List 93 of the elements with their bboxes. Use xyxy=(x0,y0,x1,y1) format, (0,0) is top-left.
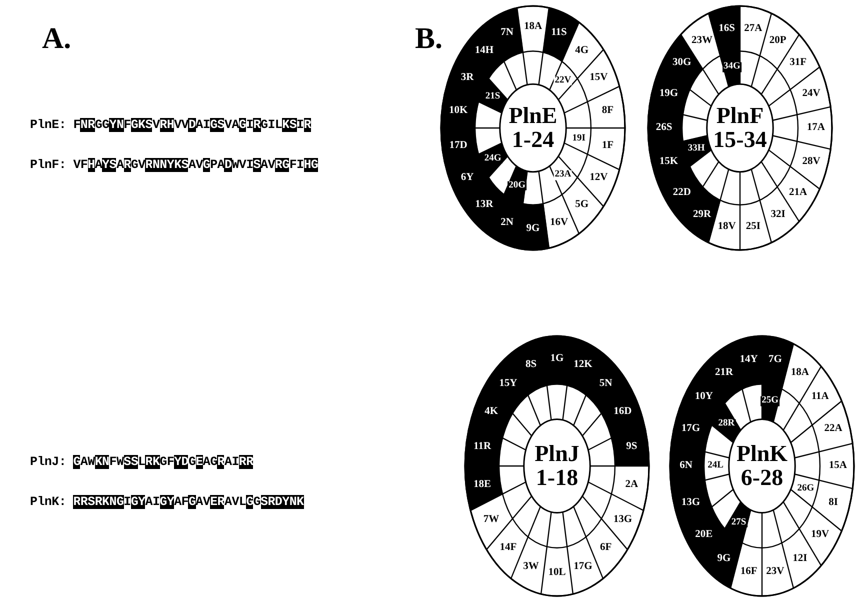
residue-label: 25G xyxy=(760,396,780,406)
residue-label: 17G xyxy=(681,424,700,435)
residue-label: 12K xyxy=(574,360,592,370)
residue-label: 4K xyxy=(484,407,498,418)
residue-label: 18A xyxy=(790,368,809,378)
residue-label: 3R xyxy=(460,72,474,83)
residue-label: 8F xyxy=(602,105,614,116)
residue-label: 17G xyxy=(574,562,592,572)
sequence-line: PlnK: RRSRKNGIGYAIGYAFGAVERAVLGGSRDYNK xyxy=(30,495,304,509)
wheel-center-label: PlnK 6-28 xyxy=(735,442,789,490)
wheel-center-label: PlnE 1-24 xyxy=(508,104,558,152)
residue-label: 13G xyxy=(613,514,632,525)
residue-label: 27S xyxy=(730,518,748,528)
residue-label: 10Y xyxy=(694,392,713,402)
residue-label: 12V xyxy=(590,173,608,184)
sequence-line: PlnJ: GAWKNFWSSLRKGFYDGEAGRAIRR xyxy=(30,455,254,469)
panel-letter: A. xyxy=(42,22,72,56)
residue-label: 20E xyxy=(695,530,713,540)
residue-label: 17A xyxy=(806,122,825,134)
residue-label: 3W xyxy=(523,562,539,572)
residue-label: 5G xyxy=(575,200,588,210)
residue-label: 26S xyxy=(656,122,672,134)
panel-letter: B. xyxy=(415,22,443,56)
residue-label: 14F xyxy=(500,542,517,554)
residue-label: 24V xyxy=(802,88,820,99)
residue-label: 6Y xyxy=(460,173,474,184)
residue-label: 8I xyxy=(828,497,838,508)
residue-label: 6F xyxy=(600,542,612,554)
residue-label: 21A xyxy=(789,187,808,198)
residue-label: 21R xyxy=(714,368,734,378)
residue-label: 9G xyxy=(717,554,731,564)
residue-label: 27A xyxy=(744,24,762,34)
residue-label: 7W xyxy=(483,514,500,525)
residue-label: 9G xyxy=(526,223,540,234)
residue-label: 7N xyxy=(500,28,514,39)
residue-label: 21S xyxy=(484,92,502,102)
residue-label: 23A xyxy=(554,170,572,180)
residue-label: 18A xyxy=(524,22,542,33)
residue-label: 15Y xyxy=(499,378,518,390)
residue-label: 4G xyxy=(575,46,588,56)
residue-label: 16F xyxy=(740,566,758,577)
residue-label: 34G xyxy=(722,62,742,72)
residue-label: 29R xyxy=(692,210,712,220)
residue-label: 23V xyxy=(766,566,784,577)
residue-label: 22V xyxy=(554,76,572,86)
residue-label: 2N xyxy=(500,217,514,228)
residue-label: 33H xyxy=(686,144,706,154)
residue-label: 1G xyxy=(550,354,564,364)
residue-label: 18V xyxy=(718,222,736,232)
residue-label: 22D xyxy=(672,187,691,198)
residue-label: 20P xyxy=(769,36,786,46)
residue-label: 17D xyxy=(449,140,468,151)
sequence-line: PlnF: VFHAYSARGVRNNYKSAVGPADWVISAVRGFIHG xyxy=(30,158,318,172)
wheel-center-label: PlnJ 1-18 xyxy=(534,442,580,490)
residue-label: 32I xyxy=(770,210,786,220)
residue-label: 15A xyxy=(828,460,847,472)
residue-label: 25I xyxy=(746,222,760,232)
residue-label: 11S xyxy=(551,28,567,39)
residue-label: 1F xyxy=(602,140,614,151)
residue-label: 2A xyxy=(625,479,638,490)
residue-label: 16D xyxy=(614,407,632,418)
residue-label: 18E xyxy=(474,479,492,490)
residue-label: 19I xyxy=(571,134,586,144)
residue-label: 24G xyxy=(483,154,502,164)
residue-label: 31F xyxy=(790,58,807,69)
residue-label: 28R xyxy=(717,419,736,429)
residue-label: 6N xyxy=(680,460,693,472)
residue-label: 15V xyxy=(590,72,608,83)
wheel-center-label: PlnF 15-34 xyxy=(712,104,768,152)
residue-label: 19G xyxy=(659,88,678,99)
residue-label: 13R xyxy=(475,200,494,210)
residue-label: 16S xyxy=(718,24,735,34)
residue-label: 14Y xyxy=(740,355,758,366)
residue-label: 10K xyxy=(448,105,468,116)
residue-label: 23W xyxy=(692,36,712,46)
residue-label: 19V xyxy=(811,530,830,540)
residue-label: 28V xyxy=(802,157,820,168)
residue-label: 13G xyxy=(681,497,700,508)
residue-label: 11A xyxy=(811,392,829,402)
residue-label: 12I xyxy=(792,554,808,564)
residue-label: 14H xyxy=(474,46,494,56)
sequence-line: PlnE: FNRGGYNFGKSVRHVVDAIGSVAGIRGILKSIR xyxy=(30,118,311,132)
residue-label: 22A xyxy=(824,424,842,435)
residue-label: 7G xyxy=(768,355,782,366)
residue-label: 8S xyxy=(525,360,537,370)
residue-label: 11R xyxy=(474,442,492,453)
residue-label: 20G xyxy=(508,181,527,191)
residue-label: 30G xyxy=(672,58,692,69)
residue-label: 15K xyxy=(659,157,678,168)
residue-label: 5N xyxy=(599,378,612,390)
residue-label: 10L xyxy=(548,568,566,579)
residue-label: 16V xyxy=(550,217,568,228)
residue-label: 9S xyxy=(626,442,638,453)
